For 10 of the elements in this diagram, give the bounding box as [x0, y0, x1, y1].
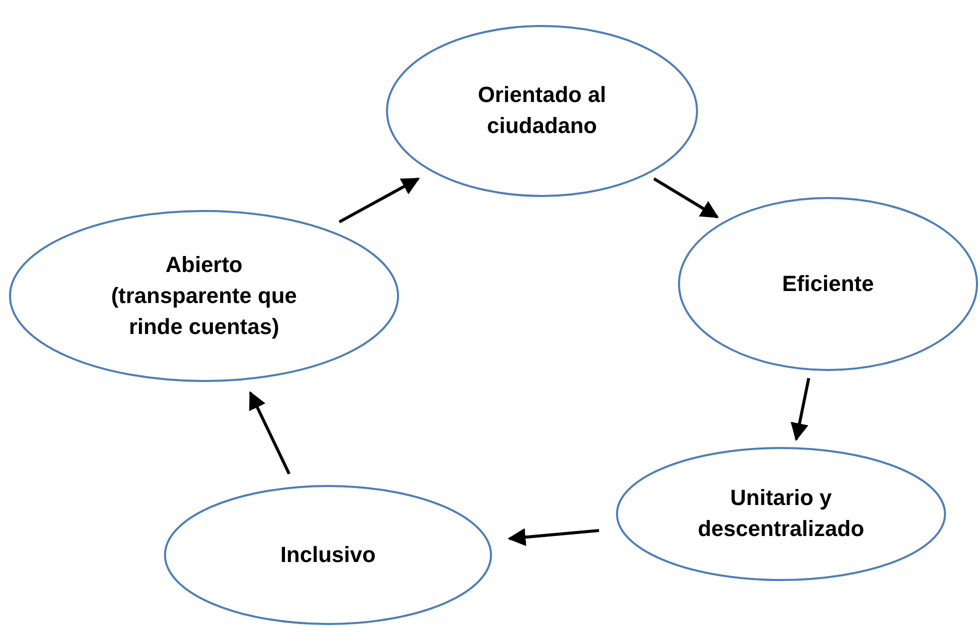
node-label: Eficiente [781, 270, 875, 298]
arrow [248, 391, 290, 475]
arrow [338, 177, 420, 224]
node-label: Orientado al ciudadano [476, 81, 608, 140]
arrow [508, 528, 600, 546]
arrow [653, 177, 719, 218]
arrow [790, 378, 810, 442]
node-label: Unitario y descentralizado [696, 484, 866, 543]
node-label: Abierto (transparente que rinde cuentas) [110, 251, 298, 341]
node-label: Inclusivo [279, 540, 377, 568]
